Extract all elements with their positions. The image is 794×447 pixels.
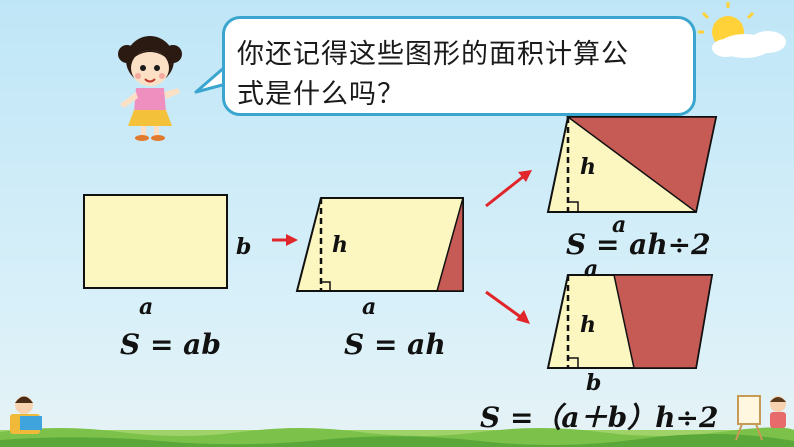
rectangle-base-label: a	[139, 294, 154, 320]
trapezoid-shaded-part	[613, 274, 713, 369]
triangle-base-label: a	[612, 212, 627, 238]
speech-line-1: 你还记得这些图形的面积计算公	[237, 39, 629, 70]
easel-icon	[735, 395, 763, 441]
rectangle-height-label: b	[236, 234, 252, 260]
arrow-to-trapezoid	[485, 290, 530, 324]
trapezoid-bottom-label: b	[586, 370, 602, 396]
girl-character-icon	[118, 36, 182, 141]
speech-bubble: 你还记得这些图形的面积计算公 式是什么吗？	[222, 16, 696, 116]
triangle-height-label: h	[580, 154, 596, 180]
triangle-figure	[546, 116, 718, 214]
painting-child-icon	[770, 396, 786, 428]
parallelogram-height-label: h	[332, 232, 348, 258]
rectangle-shape	[83, 194, 228, 289]
trapezoid-top-label: a	[584, 256, 599, 282]
trapezoid-height-label: h	[580, 312, 596, 338]
arrow-to-triangle	[485, 170, 532, 208]
speech-bubble-text: 你还记得这些图形的面积计算公 式是什么吗？	[237, 35, 687, 115]
reading-child-icon	[10, 396, 42, 434]
trapezoid-figure	[546, 274, 714, 369]
grass-strip	[0, 427, 794, 447]
triangle-shaded-half	[565, 116, 717, 214]
parallelogram-shaded-triangle	[436, 197, 464, 292]
trapezoid-formula: S =（a＋b）h÷2	[480, 401, 719, 434]
cloud-icon	[712, 31, 786, 58]
speech-line-2: 式是什么吗？	[237, 79, 405, 110]
parallelogram-figure	[295, 197, 464, 292]
parallelogram-formula: S = ah	[344, 328, 446, 361]
triangle-formula: S = ah÷2	[566, 228, 711, 261]
parallelogram-base-label: a	[362, 294, 377, 320]
arrow-to-parallelogram	[272, 234, 298, 246]
rectangle-formula: S = ab	[120, 328, 221, 361]
